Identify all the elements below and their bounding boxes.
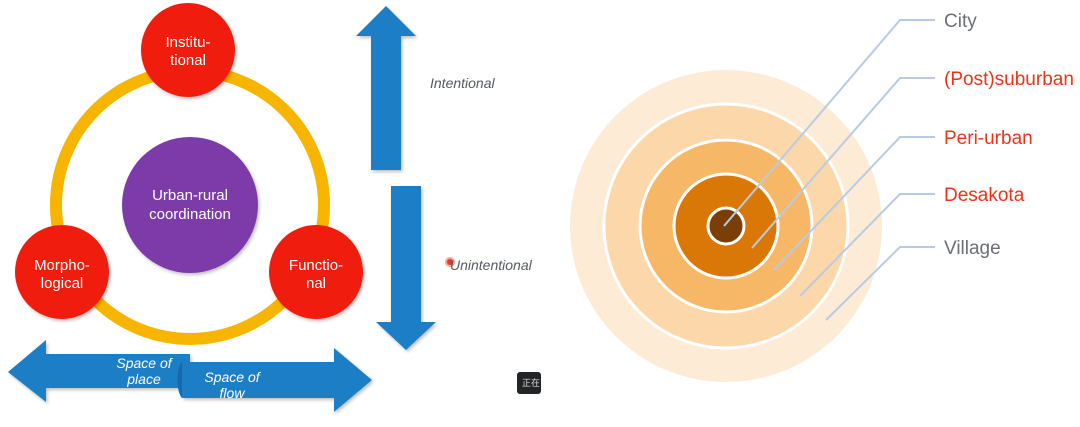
tooltip-text: 正在 — [522, 377, 540, 388]
tooltip-chip: 正在 — [517, 372, 541, 394]
institutional-node: Institu- tional — [141, 3, 235, 97]
unintentional-label: Unintentional — [450, 257, 533, 273]
desakota-leader-line — [799, 193, 935, 297]
institutional-label-line1: Institu- — [165, 34, 210, 51]
village-leader-line — [825, 246, 935, 321]
city-core — [706, 206, 746, 246]
zone-label-village: Village — [944, 238, 1001, 259]
functional-label-line2: nal — [306, 275, 326, 292]
center-node: Urban-rural coordination — [122, 137, 258, 273]
space-of-flow-line1: Space of — [204, 369, 261, 385]
functional-node: Functio- nal — [269, 225, 363, 319]
functional-label-line1: Functio- — [289, 257, 343, 274]
leader-lines — [723, 19, 935, 321]
space-of-place-line2: place — [126, 371, 161, 387]
zone-label-suburban: (Post)suburban — [944, 69, 1074, 90]
center-label-line2: coordination — [149, 206, 231, 223]
morphological-label-line2: logical — [41, 275, 84, 292]
institutional-label-line2: tional — [170, 52, 206, 69]
down-arrow — [376, 186, 436, 350]
zone-label-peri-urban: Peri-urban — [944, 128, 1033, 149]
up-arrow — [356, 6, 416, 170]
zone-label-desakota: Desakota — [944, 185, 1025, 206]
coordination-diagram: Urban-rural coordination Institu- tional… — [8, 3, 533, 412]
morphological-node: Morpho- logical — [15, 225, 109, 319]
morphological-label-line1: Morpho- — [34, 257, 90, 274]
zone-label-city: City — [944, 11, 977, 32]
cursor-dot-icon — [445, 257, 455, 267]
space-of-place-line1: Space of — [116, 355, 173, 371]
city-leader-line — [723, 19, 935, 227]
peri-urban-leader-line — [773, 136, 935, 271]
center-label-line1: Urban-rural — [152, 187, 228, 204]
space-arrow: Space of place Space of flow — [8, 340, 372, 412]
suburban-leader-line — [751, 77, 935, 249]
urbanization-gradient-diagram: City (Post)suburban Peri-urban Desakota … — [570, 11, 1074, 382]
space-of-flow-line2: flow — [220, 385, 246, 401]
intentional-label: Intentional — [430, 75, 495, 91]
